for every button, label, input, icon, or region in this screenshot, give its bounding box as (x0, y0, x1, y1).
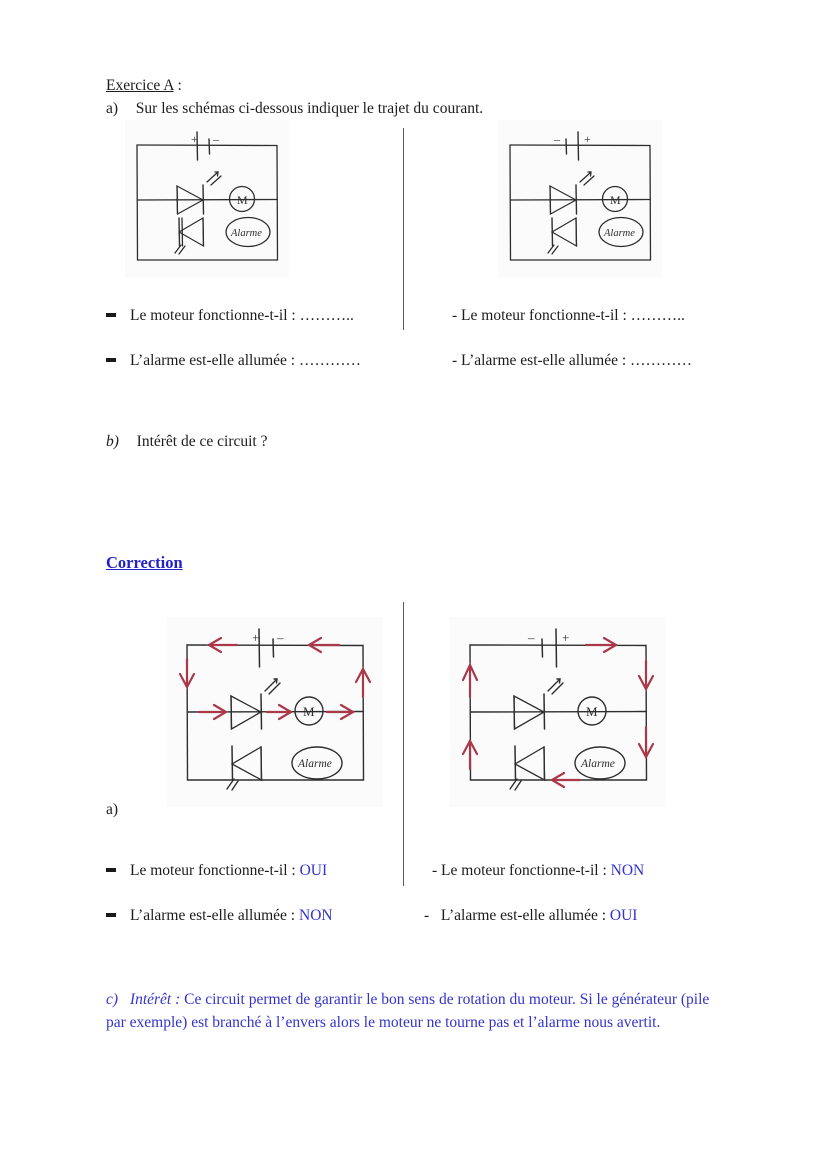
question-a-marker: a) (106, 100, 119, 117)
correction-answer-left-motor: Le moteur fonctionne-t-il : OUI (106, 861, 327, 882)
battery-minus-label: – (212, 132, 220, 146)
answer-value: NON (610, 862, 645, 879)
answer-a-marker: a) (106, 801, 119, 818)
question-a-text: Sur les schémas ci-dessous indiquer le t… (135, 100, 484, 117)
correction-heading: Correction (106, 553, 183, 572)
battery-plus-label: + (584, 132, 591, 146)
question-c-lead: Intérêt : (129, 991, 181, 1008)
answer-label: L’alarme est-elle allumée : (130, 907, 299, 924)
question-b-text: Intérêt de ce circuit ? (136, 433, 268, 450)
exercise-question-left-motor: Le moteur fonctionne-t-il : ……….. (106, 306, 354, 327)
answer-value: NON (299, 907, 333, 924)
battery-minus-label: – (527, 630, 535, 645)
column-divider-top (403, 128, 404, 330)
circuit-diagram-correction-right: – + M Alarme (450, 617, 666, 807)
exercise-title: Exercice A : (106, 76, 182, 97)
circuit-diagram-exercise-left: + – M Alarme (125, 120, 289, 278)
motor-label: M (237, 193, 248, 207)
question-answer: ………… (630, 352, 693, 369)
question-label: L’alarme est-elle allumée : (130, 352, 299, 369)
question-c-paragraph: c) Intérêt : Ce circuit permet de garant… (106, 988, 728, 1035)
question-answer: ……….. (299, 307, 354, 324)
exercise-question-right-motor: - Le moteur fonctionne-t-il : ……….. (452, 306, 685, 327)
answer-label: Le moteur fonctionne-t-il : (441, 862, 611, 879)
battery-minus-label: – (276, 630, 284, 645)
current-arrows (461, 636, 655, 789)
circuit-diagram-exercise-right: – + M Alarme (498, 120, 662, 278)
question-label: Le moteur fonctionne-t-il : (130, 307, 300, 324)
correction-answer-right-alarm: - L’alarme est-elle allumée : OUI (424, 906, 637, 927)
motor-label: M (303, 704, 315, 719)
battery-minus-label: – (553, 132, 561, 146)
motor-label: M (610, 193, 621, 207)
alarm-label: Alarme (603, 228, 635, 239)
question-answer: ……….. (630, 307, 685, 324)
answer-value: OUI (609, 907, 638, 924)
question-c-text: Ce circuit permet de garantir le bon sen… (106, 991, 710, 1032)
answer-label: L’alarme est-elle allumée : (440, 907, 610, 924)
battery-plus-label: + (191, 132, 198, 146)
question-b: b) Intérêt de ce circuit ? (106, 432, 267, 453)
question-label: Le moteur fonctionne-t-il : (461, 307, 631, 324)
question-b-marker: b) (106, 433, 119, 450)
column-divider-bottom (403, 602, 404, 886)
motor-label: M (586, 704, 598, 719)
exercise-title-text: Exercice A (106, 77, 174, 94)
dash-bullet-text: - (424, 907, 430, 924)
dash-bullet-icon (106, 912, 116, 917)
circuit-diagram-correction-left: + – M Alarme (167, 617, 383, 807)
correction-answer-right-motor: - Le moteur fonctionne-t-il : NON (432, 861, 644, 882)
alarm-label: Alarme (297, 758, 332, 770)
dash-bullet-icon (106, 357, 116, 362)
dash-bullet-text: - (452, 352, 458, 369)
dash-bullet-icon (106, 867, 116, 872)
alarm-label: Alarme (230, 228, 262, 239)
exercise-question-right-alarm: - L’alarme est-elle allumée : ………… (452, 351, 692, 372)
exercise-title-suffix: : (173, 77, 182, 94)
battery-plus-label: + (562, 630, 569, 645)
question-a: a) Sur les schémas ci-dessous indiquer l… (106, 99, 483, 120)
question-c-marker: c) (106, 991, 119, 1008)
correction-answer-left-alarm: L’alarme est-elle allumée : NON (106, 906, 333, 927)
question-label: L’alarme est-elle allumée : (461, 352, 631, 369)
answer-label: Le moteur fonctionne-t-il : (130, 862, 300, 879)
dash-bullet-text: - (432, 862, 438, 879)
answer-value: OUI (299, 862, 328, 879)
dash-bullet-text: - (452, 307, 458, 324)
current-arrows (178, 636, 372, 721)
alarm-label: Alarme (580, 758, 615, 770)
question-answer: ………… (299, 352, 361, 369)
exercise-question-left-alarm: L’alarme est-elle allumée : ………… (106, 351, 361, 372)
battery-plus-label: + (252, 630, 259, 645)
dash-bullet-icon (106, 312, 116, 317)
